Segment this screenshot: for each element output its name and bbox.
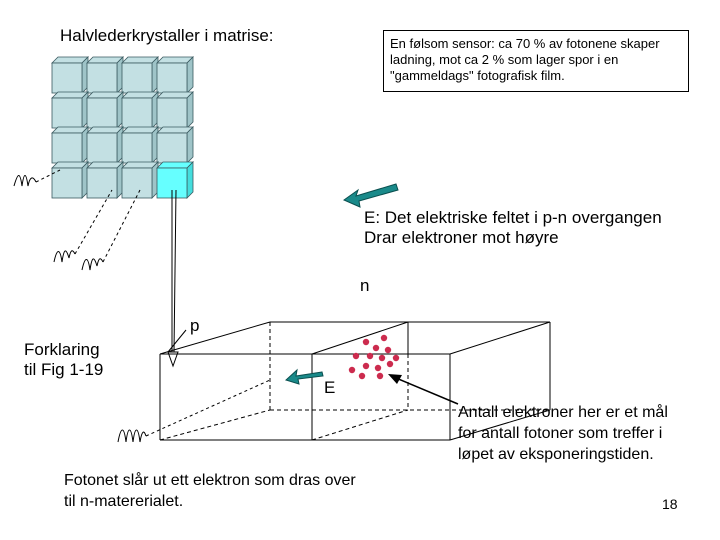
n-label: n xyxy=(360,276,370,295)
crystal-cell xyxy=(86,91,124,129)
page-number: 18 xyxy=(662,496,678,512)
crystal-cell-highlighted xyxy=(156,161,194,199)
crystal-cell xyxy=(156,91,194,129)
electron-dot xyxy=(374,364,382,372)
crystal-cell xyxy=(51,161,89,199)
matrix-title: Halvlederkrystaller i matrise: xyxy=(60,26,274,45)
crystal-cell xyxy=(51,126,89,164)
figure-caption: Forklaring til Fig 1-19 xyxy=(24,340,104,380)
photon-note: Fotonet slår ut ett elektron som dras ov… xyxy=(64,472,356,510)
photon-wave-1 xyxy=(13,169,61,187)
count-arrow xyxy=(388,374,459,405)
electron-dot xyxy=(376,372,384,380)
crystal-cell xyxy=(121,91,159,129)
electron-dot xyxy=(380,334,388,342)
e-label: E xyxy=(324,378,336,397)
crystal-matrix xyxy=(51,56,194,199)
zoom-pointer xyxy=(167,189,179,368)
electron-cluster xyxy=(348,334,400,380)
crystal-cell xyxy=(121,56,159,94)
crystal-cell xyxy=(121,126,159,164)
crystal-cell xyxy=(121,161,159,199)
electron-dot xyxy=(366,352,374,360)
electron-dot xyxy=(362,338,370,346)
electron-dot xyxy=(386,360,394,368)
crystal-cell xyxy=(51,56,89,94)
crystal-cell xyxy=(156,56,194,94)
electron-dot xyxy=(352,352,360,360)
photon-wave-2 xyxy=(53,189,113,263)
electron-count-note: Antall elektroner her er et mål for anta… xyxy=(458,404,668,463)
p-label: p xyxy=(190,316,200,335)
crystal-cell xyxy=(86,126,124,164)
photon-wave-3 xyxy=(81,189,141,271)
electron-dot xyxy=(392,354,400,362)
p-pointer xyxy=(167,329,187,353)
field-arrow-top xyxy=(342,183,399,208)
electron-dot xyxy=(362,362,370,370)
field-note: E: Det elektriske feltet i p-n overgange… xyxy=(364,208,662,248)
electron-dot xyxy=(372,344,380,352)
crystal-cell xyxy=(86,56,124,94)
crystal-cell xyxy=(86,161,124,199)
crystal-cell xyxy=(156,126,194,164)
electron-dot xyxy=(358,372,366,380)
pn-junction-block xyxy=(159,321,551,441)
electron-dot xyxy=(378,354,386,362)
sensor-note: En følsom sensor: ca 70 % av fotonene sk… xyxy=(383,30,689,92)
photon-wave-4 xyxy=(117,379,271,443)
electron-dot xyxy=(348,366,356,374)
field-arrow-block xyxy=(285,368,324,385)
electron-dot xyxy=(384,346,392,354)
crystal-cell xyxy=(51,91,89,129)
